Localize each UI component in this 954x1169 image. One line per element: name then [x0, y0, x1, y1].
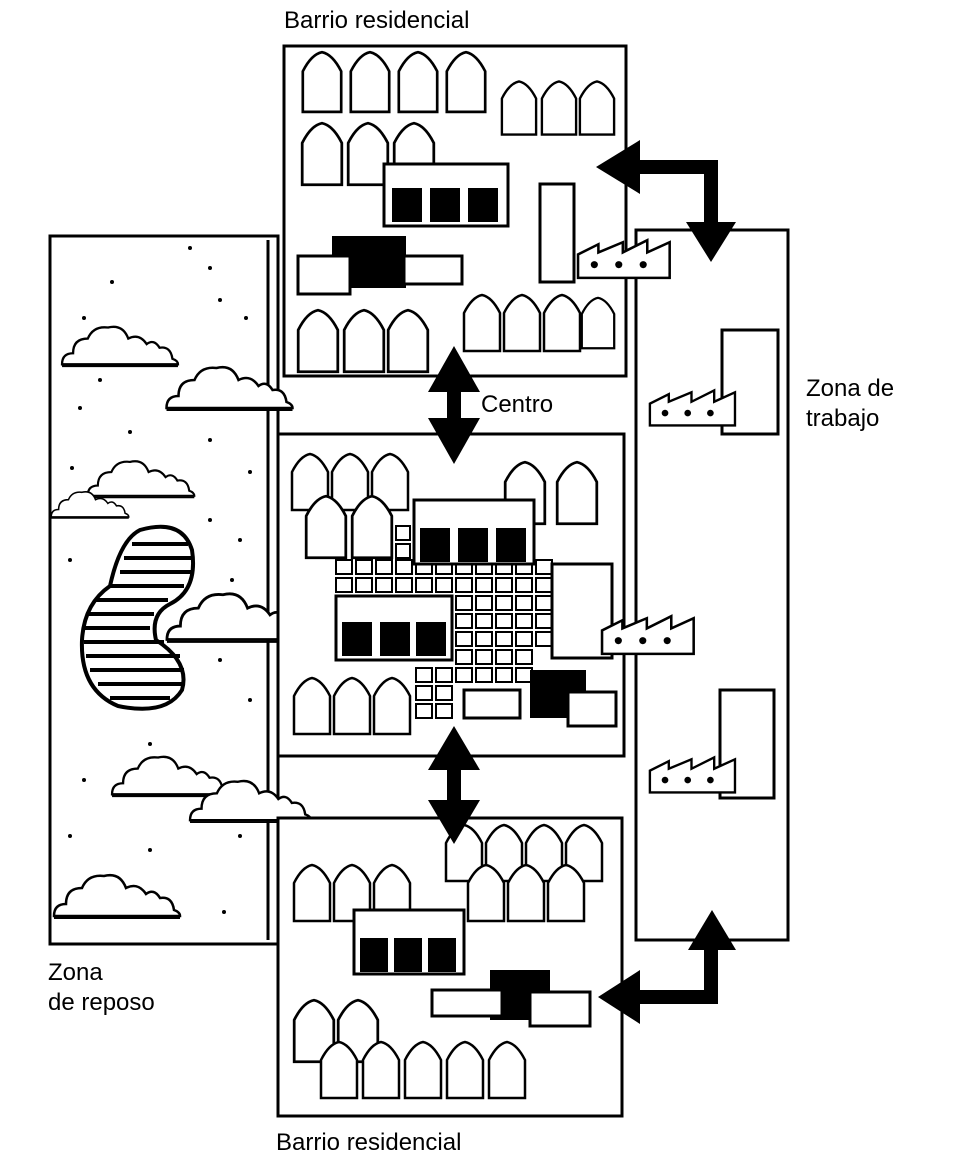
- work-zone: [634, 228, 790, 942]
- arrow-center-to-bottom: [428, 726, 480, 844]
- work-zone-label-line2: trabajo: [806, 405, 880, 432]
- top-residential-label: Barrio residencial: [284, 7, 470, 34]
- rest-zone: [48, 234, 313, 946]
- center-label: Centro: [481, 391, 554, 418]
- bottom-residential-label: Barrio residencial: [276, 1129, 462, 1156]
- arrow-top-to-center: [428, 346, 480, 464]
- arrow-bottom-to-work: [598, 910, 736, 1024]
- arrows: [428, 140, 736, 1024]
- rest-zone-label-line1: Zona: [48, 959, 103, 986]
- top-residential-block: [282, 44, 672, 378]
- arrow-top-to-work: [596, 140, 736, 262]
- bottom-residential-block: [276, 816, 624, 1118]
- center-block: [276, 432, 696, 758]
- rest-zone-label-line2: de reposo: [48, 989, 155, 1016]
- work-zone-label-line1: Zona de: [806, 375, 895, 402]
